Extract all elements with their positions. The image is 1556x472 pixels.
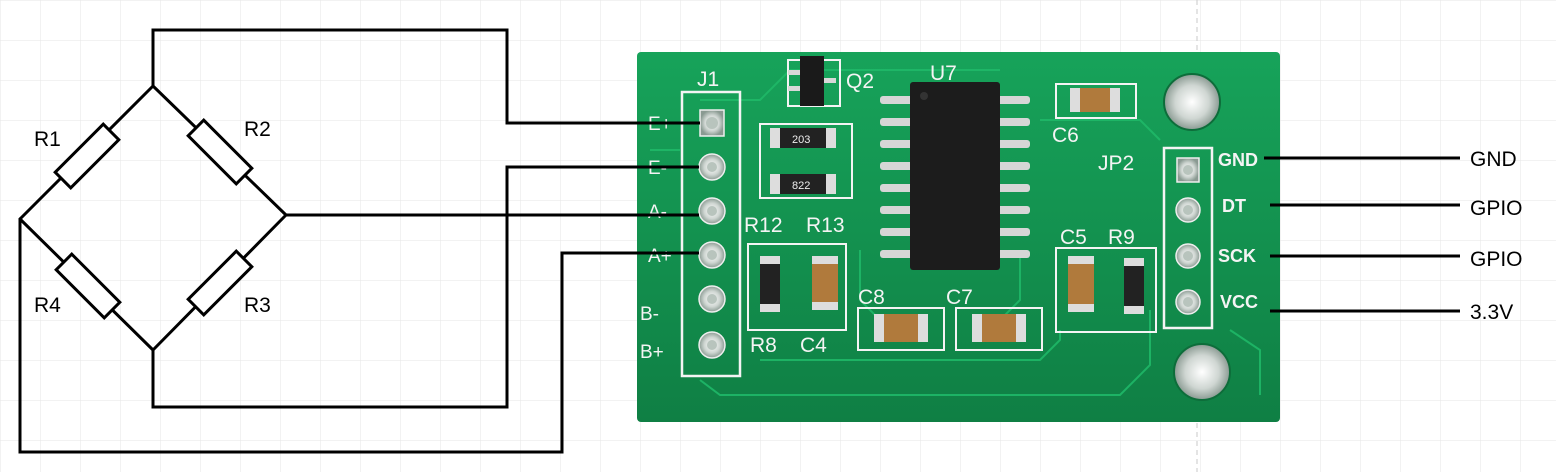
r9-label: R9 bbox=[1108, 226, 1135, 249]
label-r1: R1 bbox=[34, 128, 61, 151]
label-r3: R3 bbox=[244, 294, 271, 317]
smd-code-822: 822 bbox=[792, 180, 810, 192]
pin-dt: DT bbox=[1222, 196, 1246, 216]
c4-label: C4 bbox=[800, 334, 827, 357]
smd-code-203: 203 bbox=[792, 134, 810, 146]
r12-label: R12 bbox=[744, 214, 783, 237]
pin-gnd: GND bbox=[1218, 150, 1258, 170]
q2-transistor bbox=[800, 56, 824, 106]
hx711-module: J1 E+ E- A- A+ B- B+ Q2 U7 bbox=[637, 52, 1280, 422]
pin-a-plus: A+ bbox=[648, 246, 672, 267]
mounting-hole-top bbox=[1163, 73, 1221, 131]
jp2-label: JP2 bbox=[1098, 152, 1134, 175]
mounting-hole-bottom bbox=[1173, 343, 1231, 401]
smd-resistor-822 bbox=[778, 174, 828, 194]
label-r2: R2 bbox=[244, 118, 271, 141]
u7-label: U7 bbox=[930, 62, 957, 85]
smd-resistor-r9 bbox=[1124, 264, 1144, 308]
c6-label: C6 bbox=[1052, 124, 1079, 147]
capacitor-c5 bbox=[1068, 262, 1094, 308]
wheatstone-bridge bbox=[18, 84, 288, 352]
r13-label: R13 bbox=[806, 214, 845, 237]
connection-sck: GPIO bbox=[1470, 248, 1523, 271]
pin-b-plus: B+ bbox=[640, 342, 664, 363]
smd-resistor-r8 bbox=[760, 262, 780, 306]
c5-label: C5 bbox=[1060, 226, 1087, 249]
connection-vcc: 3.3V bbox=[1470, 301, 1513, 324]
resistor-r4 bbox=[54, 252, 122, 320]
capacitor-c8 bbox=[884, 314, 920, 342]
c8-label: C8 bbox=[858, 286, 885, 309]
connection-dt: GPIO bbox=[1470, 197, 1523, 220]
label-r4: R4 bbox=[34, 294, 61, 317]
pin-b-minus: B- bbox=[640, 304, 659, 325]
connection-gnd: GND bbox=[1470, 148, 1517, 171]
pin-a-minus: A- bbox=[648, 202, 667, 223]
resistor-r1 bbox=[53, 122, 121, 190]
j1-label: J1 bbox=[697, 68, 719, 91]
bridge-wires bbox=[18, 28, 700, 454]
capacitor-c6 bbox=[1080, 88, 1112, 112]
u7-chip bbox=[910, 82, 1000, 270]
mcu-wires bbox=[1264, 156, 1460, 313]
jp2-pins bbox=[1175, 157, 1201, 315]
q2-label: Q2 bbox=[846, 70, 874, 93]
r8-label: R8 bbox=[750, 334, 777, 357]
capacitor-c7 bbox=[982, 314, 1018, 342]
u7-pins bbox=[880, 96, 1030, 258]
smd-resistor-203 bbox=[778, 128, 828, 148]
resistor-r3 bbox=[186, 249, 254, 317]
capacitor-c4 bbox=[812, 260, 838, 306]
pin-sck: SCK bbox=[1218, 246, 1256, 266]
c7-label: C7 bbox=[946, 286, 973, 309]
wire-e-plus bbox=[151, 28, 700, 125]
wire-e-minus bbox=[151, 165, 699, 409]
wire-a-plus bbox=[18, 219, 699, 454]
resistor-r2 bbox=[186, 118, 254, 186]
pin-vcc: VCC bbox=[1220, 292, 1258, 312]
